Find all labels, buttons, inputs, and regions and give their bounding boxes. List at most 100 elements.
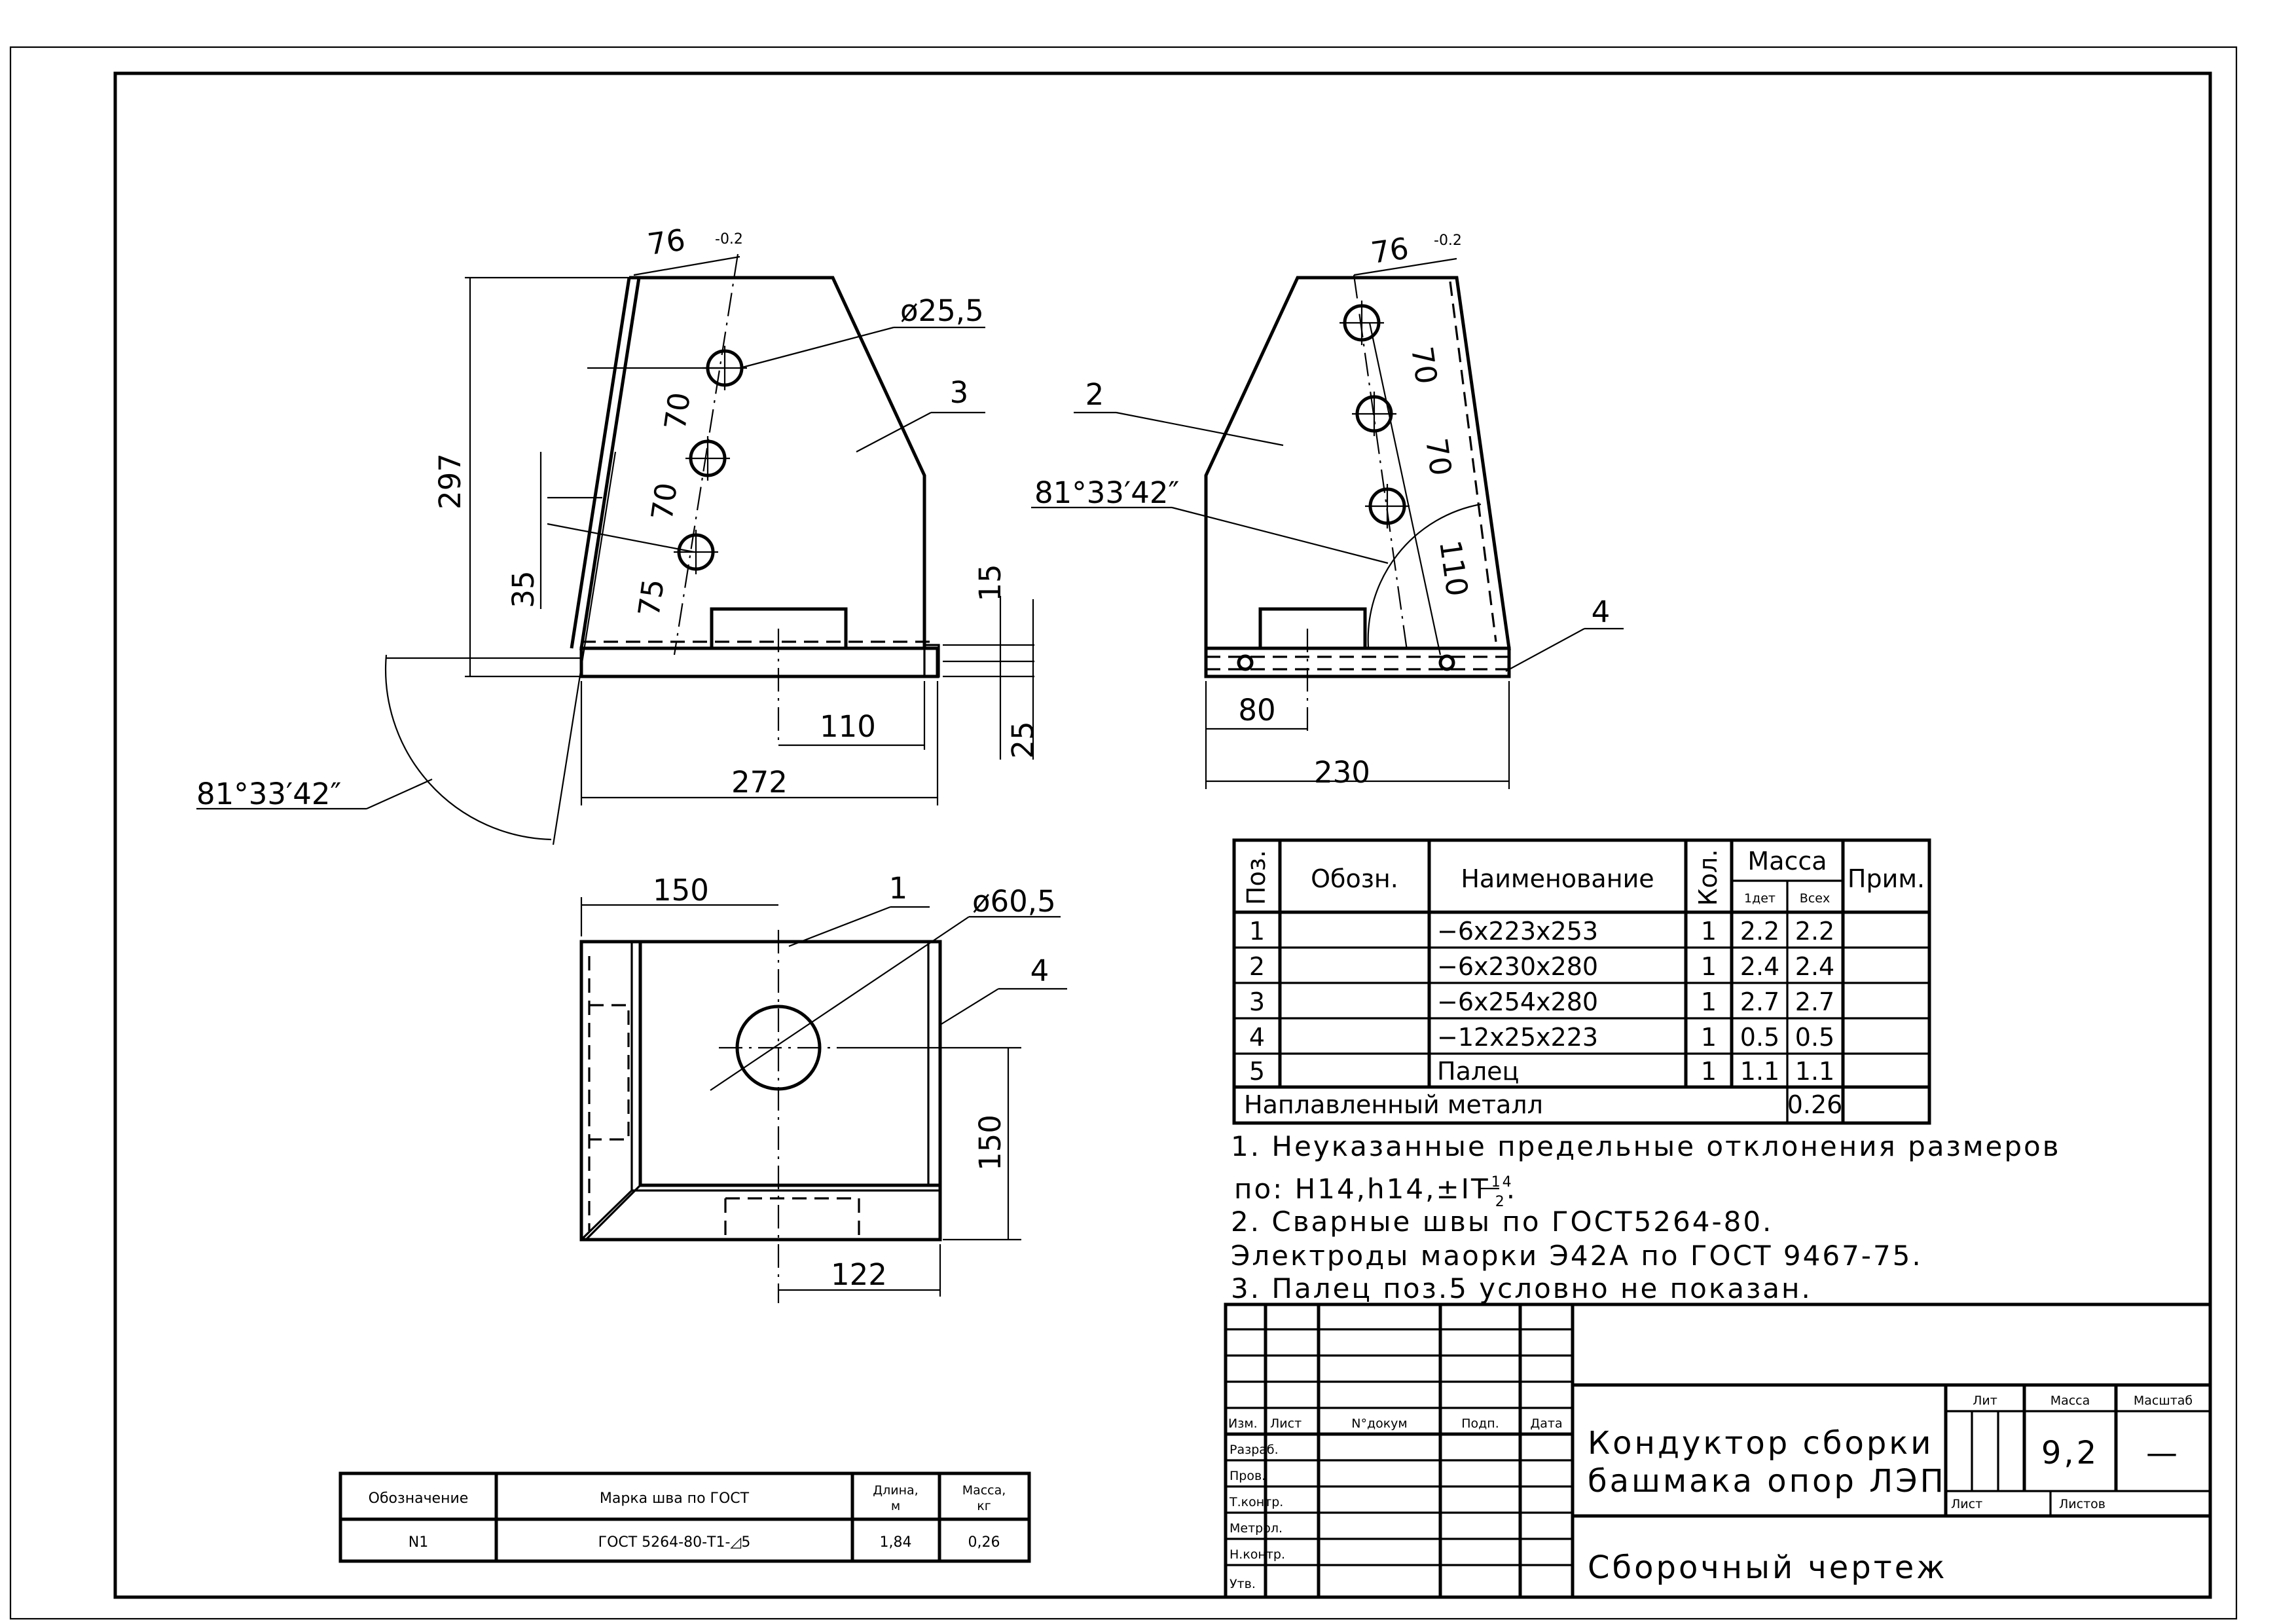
- tb-label-utv: Утв.: [1230, 1577, 1256, 1591]
- bom-cell-mass-all: 2.2: [1795, 917, 1834, 946]
- bom-header-mass: Масса: [1747, 847, 1827, 876]
- front-hole-diameter: ø25,5: [900, 293, 984, 328]
- title-block: Изм. Лист N°докум Подп. Дата Разраб. Про…: [1224, 1302, 2212, 1599]
- weld-cell-designation: N1: [409, 1534, 428, 1551]
- bom-cell-pos: 2: [1249, 952, 1265, 981]
- bom-cell-mass-one: 2.4: [1740, 952, 1779, 981]
- note-3: 3. Палец поз.5 условно не показан.: [1231, 1272, 1812, 1304]
- bom-cell-qty: 1: [1701, 1057, 1717, 1086]
- front-slot: 35: [506, 570, 541, 608]
- weld-header-mass: Масса,: [962, 1483, 1006, 1498]
- bom-row: 1 −6x223x253 1 2.2 2.2: [1249, 917, 1834, 946]
- front-plate-t2: 25: [1006, 721, 1040, 758]
- plan-view: 150 ø60,5 150 122 1 4: [579, 871, 1067, 1303]
- front-tolerance: -0.2: [715, 231, 743, 248]
- tb-label-sheet: Лист: [1951, 1497, 1982, 1511]
- side-width: 230: [1314, 755, 1370, 790]
- side-pitch-2: 70: [1419, 436, 1458, 478]
- bom-cell-name: −6x223x253: [1437, 917, 1598, 946]
- bom-cell-mass-one: 0.5: [1740, 1023, 1779, 1052]
- bom-cell-name: −6x230x280: [1437, 952, 1598, 981]
- bom-row: 3 −6x254x280 1 2.7 2.7: [1249, 987, 1834, 1016]
- technical-notes: 1. Неуказанные предельные отклонения раз…: [1231, 1130, 2061, 1304]
- tb-label-lit: Лит: [1973, 1393, 1997, 1408]
- tb-label-prov: Пров.: [1230, 1469, 1266, 1483]
- weld-header-length-unit: м: [891, 1499, 900, 1513]
- tb-label-date: Дата: [1530, 1416, 1562, 1431]
- tb-label-masshtab: Масштаб: [2134, 1393, 2193, 1408]
- position-label-4-side: 4: [1592, 595, 1611, 629]
- front-angle: 81°33′42″: [196, 777, 341, 811]
- bom-cell-mass-all: 0.5: [1795, 1023, 1834, 1052]
- bom-header-designation: Обозн.: [1311, 864, 1398, 893]
- plan-width: 150: [653, 873, 709, 908]
- front-height: 297: [433, 453, 467, 509]
- front-top-width: 76: [646, 222, 687, 261]
- position-label-3: 3: [950, 375, 969, 410]
- tb-mass: 9,2: [2041, 1435, 2099, 1471]
- front-pitch-1: 70: [657, 390, 697, 432]
- plan-offset: 122: [831, 1257, 887, 1292]
- bom-cell-mass-one: 2.2: [1740, 917, 1779, 946]
- tb-title-line1: Кондуктор сборки: [1588, 1425, 1933, 1462]
- side-pin-offset: 80: [1238, 693, 1275, 728]
- side-pitch-1: 70: [1404, 344, 1444, 386]
- side-tolerance: -0.2: [1434, 232, 1462, 249]
- bom-row: 5 Палец 1 1.1 1.1: [1249, 1057, 1834, 1086]
- tb-label-sign: Подп.: [1461, 1416, 1499, 1431]
- bom-cell-mass-all: 1.1: [1795, 1057, 1834, 1086]
- weld-header-length: Длина,: [873, 1483, 918, 1498]
- bom-cell-mass-one: 2.7: [1740, 987, 1779, 1016]
- bom-cell-mass-all: 2.7: [1795, 987, 1834, 1016]
- plan-hole-diameter: ø60,5: [972, 884, 1056, 919]
- tb-label-razrab: Разраб.: [1230, 1443, 1279, 1457]
- bom-cell-mass-all: 2.4: [1795, 952, 1834, 981]
- bom-table: Поз. Обозн. Наименование Кол. Масса 1дет…: [1232, 838, 1931, 1125]
- weld-header-mark: Марка шва по ГОСТ: [600, 1490, 750, 1507]
- bom-header-name: Наименование: [1461, 864, 1654, 893]
- tb-label-nkontr: Н.контр.: [1230, 1547, 1285, 1562]
- side-angle: 81°33′42″: [1034, 475, 1179, 510]
- bom-cell-mass-one: 1.1: [1740, 1057, 1779, 1086]
- bom-cell-qty: 1: [1701, 1023, 1717, 1052]
- bom-header-mass-one: 1дет: [1744, 891, 1776, 906]
- weld-header-designation: Обозначение: [369, 1490, 469, 1507]
- side-top-width: 76: [1369, 231, 1411, 270]
- bom-cell-qty: 1: [1701, 917, 1717, 946]
- position-label-1: 1: [889, 871, 908, 906]
- bom-header-mass-all: Всех: [1800, 891, 1830, 906]
- note-2: 2. Сварные швы по ГОСТ5264-80.: [1231, 1206, 1773, 1238]
- tb-label-doc: N°докум: [1351, 1416, 1408, 1431]
- weld-header-mass-unit: кг: [977, 1499, 991, 1513]
- weld-cell-mass: 0,26: [968, 1534, 1000, 1551]
- bom-cell-qty: 1: [1701, 952, 1717, 981]
- tb-doc-type: Сборочный чертеж: [1588, 1549, 1948, 1586]
- front-offset-bottom: 75: [631, 577, 670, 619]
- tb-label-list: Лист: [1270, 1416, 1302, 1431]
- side-offset: 110: [1432, 538, 1474, 599]
- bom-row: 4 −12x25x223 1 0.5 0.5: [1249, 1023, 1834, 1052]
- bom-cell-qty: 1: [1701, 987, 1717, 1016]
- tb-title-line2: башмака опор ЛЭП: [1588, 1463, 1946, 1500]
- bom-header-pos: Поз.: [1242, 850, 1271, 905]
- position-label-2: 2: [1085, 377, 1104, 412]
- bom-header-note: Прим.: [1848, 864, 1925, 893]
- bom-weld-metal-mass: 0.26: [1787, 1090, 1843, 1119]
- note-1: 1. Неуказанные предельные отклонения раз…: [1231, 1130, 2061, 1162]
- plan-depth: 150: [973, 1115, 1008, 1171]
- tb-label-metrol: Метрол.: [1230, 1521, 1283, 1536]
- bom-cell-pos: 3: [1249, 987, 1265, 1016]
- bom-weld-metal-label: Наплавленный металл: [1244, 1090, 1543, 1119]
- bom-cell-name: Палец: [1437, 1057, 1519, 1086]
- weld-cell-length: 1,84: [880, 1534, 912, 1551]
- note-2-line2: Электроды маорки Э42А по ГОСТ 9467-75.: [1231, 1240, 1923, 1272]
- bom-header-qty: Кол.: [1694, 849, 1722, 906]
- bom-cell-name: −6x254x280: [1437, 987, 1598, 1016]
- front-plate-t1: 15: [973, 564, 1008, 601]
- weld-cell-mark: ГОСТ 5264-80-Т1-◿5: [598, 1534, 751, 1551]
- bom-cell-name: −12x25x223: [1437, 1023, 1598, 1052]
- inner-frame: [113, 71, 2212, 1599]
- bom-cell-pos: 5: [1249, 1057, 1265, 1086]
